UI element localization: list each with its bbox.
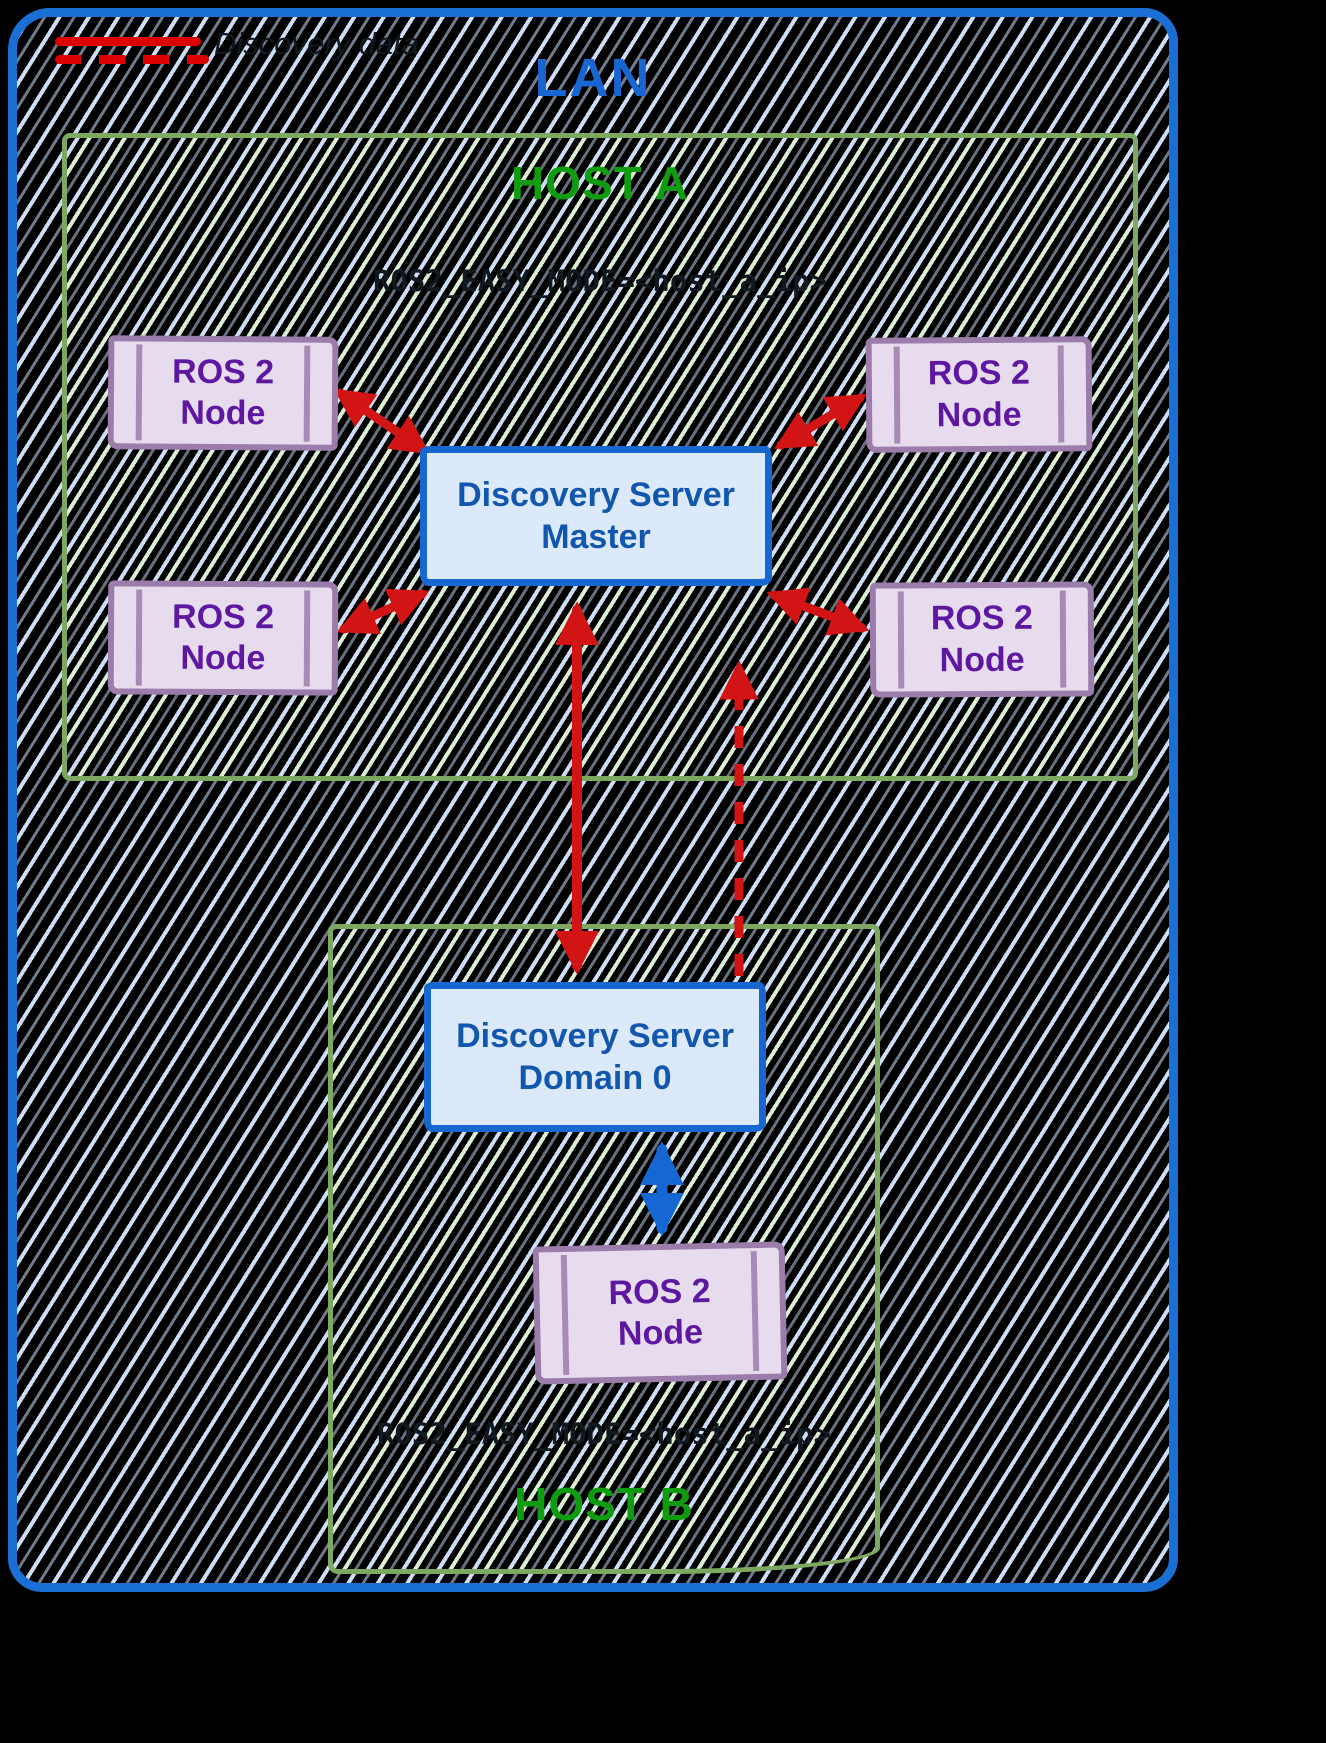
ros2-node-top-left: ROS 2 Node [107,335,339,451]
ros2-node-bottom-left: ROS 2 Node [107,580,339,696]
host-a-env-var: ROS2_EASY_MODE=<host_a_ip> [373,264,827,298]
node-label-line2: Node [180,638,266,678]
host-b-label: HOST B [514,1478,694,1530]
ros2-node-top-right: ROS 2 Node [865,336,1093,453]
node-label-line1: ROS 2 [927,353,1030,393]
ros2-node-bottom-right: ROS 2 Node [869,581,1095,698]
server-label-line1: Discovery Server [457,475,735,514]
host-b-env-var: ROS2_EASY_MODE=<host_a_ip> [377,1417,831,1451]
ros2-node-host-b: ROS 2 Node [532,1241,788,1385]
node-label-line1: ROS 2 [171,352,275,391]
legend-dashed-line-icon [55,55,209,64]
node-label-line1: ROS 2 [608,1271,711,1312]
server-label-line1: Discovery Server [456,1016,734,1055]
node-label-line2: Node [936,395,1022,434]
node-label-line2: Node [939,640,1025,679]
legend-solid-line-icon [55,37,201,46]
node-label-line2: Node [617,1313,704,1353]
node-label-line1: ROS 2 [930,598,1034,638]
server-label-line2: Master [541,518,651,556]
node-label-line2: Node [180,393,266,433]
legend-label: Discovery data [214,26,420,61]
server-label-line2: Domain 0 [518,1059,672,1097]
lan-label: LAN [534,48,652,108]
discovery-server-master: Discovery Server Master [420,446,772,586]
host-a-label: HOST A [510,157,690,209]
node-label-line1: ROS 2 [171,597,275,636]
discovery-server-domain0: Discovery Server Domain 0 [424,982,766,1132]
